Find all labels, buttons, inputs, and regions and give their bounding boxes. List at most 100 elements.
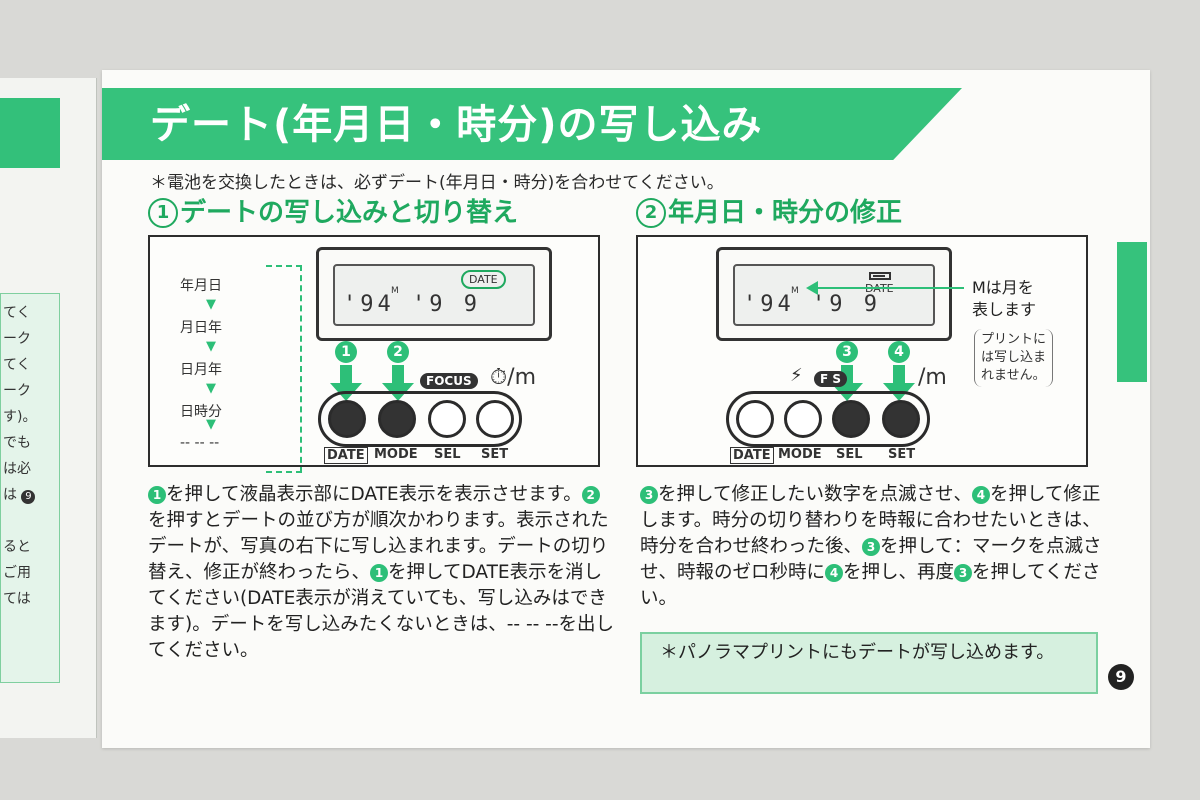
set-button-label: SET [888, 447, 916, 462]
previous-page-green-strip [0, 98, 60, 168]
down-arrow-icon: ▼ [206, 297, 216, 312]
date-order-blank: -- -- -- [180, 435, 220, 451]
section2-heading-text: 年月日・時分の修正 [668, 198, 903, 228]
instruction-text: を押すとデートの並び方が順次かわります。表示されたデートが、写真の右下に写し込ま… [148, 510, 609, 583]
lcd-month-mark: M [391, 286, 399, 296]
set-button[interactable] [476, 400, 514, 438]
press-arrow-icon [392, 365, 404, 385]
instruction-text: を押して修正します。時分の切り替わりを時報に合わせたいときは、時分を合わせ終わっ… [640, 484, 1101, 557]
previous-page-line: ご用 [3, 565, 31, 581]
month-callout-line: Mは月を [972, 278, 1034, 297]
date-order-item: 月日年 [180, 320, 222, 336]
previous-page-line: てく [3, 357, 31, 373]
press-arrow-icon [340, 365, 352, 385]
previous-page-line: は 9 [1, 482, 59, 508]
instruction-text: を押し、再度 [843, 562, 955, 583]
instruction-text: を押してください。 [640, 562, 1101, 609]
lcd-month-mark: M [791, 286, 799, 296]
battery-icon [869, 272, 891, 280]
step-badge: 1 [148, 486, 166, 504]
step-badge: 2 [581, 486, 600, 504]
down-arrow-icon: ▼ [206, 417, 216, 432]
step-2-badge: 2 [387, 341, 409, 363]
section1-number: 1 [148, 198, 178, 228]
sel-button[interactable] [832, 400, 870, 438]
print-note-callout: プリントに は写し込ま れません。 [974, 329, 1054, 387]
instruction-text: を押して液晶表示部にDATE表示を表示させます。 [166, 484, 582, 505]
cycle-bracket [266, 265, 302, 473]
date-order-item: 日時分 [180, 404, 222, 420]
page-edge-tab [1117, 242, 1147, 382]
date-order-item: 日月年 [180, 362, 222, 378]
section1-heading-text: デートの写し込みと切り替え [180, 198, 519, 228]
month-callout: Mは月を 表します [972, 277, 1036, 321]
previous-page-line: ーク [3, 331, 31, 347]
flash-icon: ⚡ [790, 365, 803, 386]
month-callout-line: 表します [972, 300, 1037, 319]
step-badge: 3 [954, 564, 973, 582]
step-badge: 4 [971, 486, 990, 504]
print-note-line: れません。 [981, 368, 1046, 383]
lcd-display: DATE M '94 '9 9 [316, 247, 552, 341]
step-badge: 1 [370, 564, 389, 582]
previous-page-line: てく [3, 305, 31, 321]
mode-button-label: MODE [374, 447, 418, 462]
panorama-note: ＊パノラマプリントにもデートが写し込めます。 [640, 632, 1098, 694]
mode-button[interactable] [378, 400, 416, 438]
sel-button-label: SEL [434, 447, 461, 462]
section1-diagram: 年月日 ▼ 月日年 ▼ 日月年 ▼ 日時分 ▼ -- -- -- DATE M … [148, 235, 600, 473]
previous-page-line: は必 [3, 461, 31, 477]
sel-button[interactable] [428, 400, 466, 438]
set-button-label: SET [481, 447, 509, 462]
step-badge: 3 [640, 486, 658, 504]
page-number: 9 [1108, 664, 1134, 690]
timer-label: /m [918, 365, 947, 390]
previous-page-line: ると [3, 539, 31, 555]
section2-number: 2 [636, 198, 666, 228]
pointer-line [816, 287, 964, 289]
step-badge: 3 [862, 538, 881, 556]
page-title: デート(年月日・時分)の写し込み [150, 102, 763, 148]
lcd-screen: DATE M '94 '9 9 [733, 264, 935, 326]
instruction-text: を押して：マークを点滅させ、時報のゼロ秒時に [640, 536, 1102, 583]
previous-page-line: でも [3, 435, 31, 451]
lcd-date-indicator: DATE [461, 270, 506, 289]
date-button[interactable] [736, 400, 774, 438]
focus-mode-label: F S [814, 371, 848, 387]
date-order-item: 年月日 [180, 278, 222, 294]
previous-page-text-box: てく ーク てく ーク す)。 でも は必 は 9 ると ご用 ては [0, 293, 60, 683]
previous-page-line: ーク [3, 383, 31, 399]
date-button[interactable] [328, 400, 366, 438]
down-arrow-icon: ▼ [206, 381, 216, 396]
battery-note: ＊電池を交換したときは、必ずデート(年月日・時分)を合わせてください。 [150, 173, 724, 193]
previous-page-line [1, 508, 59, 534]
instruction-text: を押してDATE表示を消してください(DATE表示が消えていても、写し込みはでき… [148, 562, 615, 661]
step-1-badge: 1 [335, 341, 357, 363]
manual-page: デート(年月日・時分)の写し込み ＊電池を交換したときは、必ずデート(年月日・時… [102, 70, 1150, 748]
set-button[interactable] [882, 400, 920, 438]
date-order-list: 年月日 ▼ 月日年 ▼ 日月年 ▼ 日時分 ▼ -- -- -- [180, 257, 302, 473]
focus-label: FOCUS [420, 373, 478, 389]
date-button-label: DATE [324, 447, 368, 464]
title-band [102, 88, 962, 160]
button-panel [726, 391, 930, 447]
previous-page-circled-number: 9 [21, 490, 36, 504]
mode-button[interactable] [784, 400, 822, 438]
date-button-label: DATE [730, 447, 774, 464]
pointer-arrow-icon [806, 281, 818, 295]
section2-diagram: DATE M '94 '9 9 Mは月を 表します プリントに は写し込ま れま… [636, 235, 1088, 467]
previous-page-line: す)。 [3, 409, 37, 425]
step-4-badge: 4 [888, 341, 910, 363]
button-panel [318, 391, 522, 447]
self-timer-label: ⏱/m [490, 365, 537, 390]
step-3-badge: 3 [836, 341, 858, 363]
mode-button-label: MODE [778, 447, 822, 462]
lcd-screen: DATE M '94 '9 9 [333, 264, 535, 326]
lcd-display: DATE M '94 '9 9 [716, 247, 952, 341]
step-badge: 4 [825, 564, 844, 582]
press-arrow-icon [893, 365, 905, 385]
